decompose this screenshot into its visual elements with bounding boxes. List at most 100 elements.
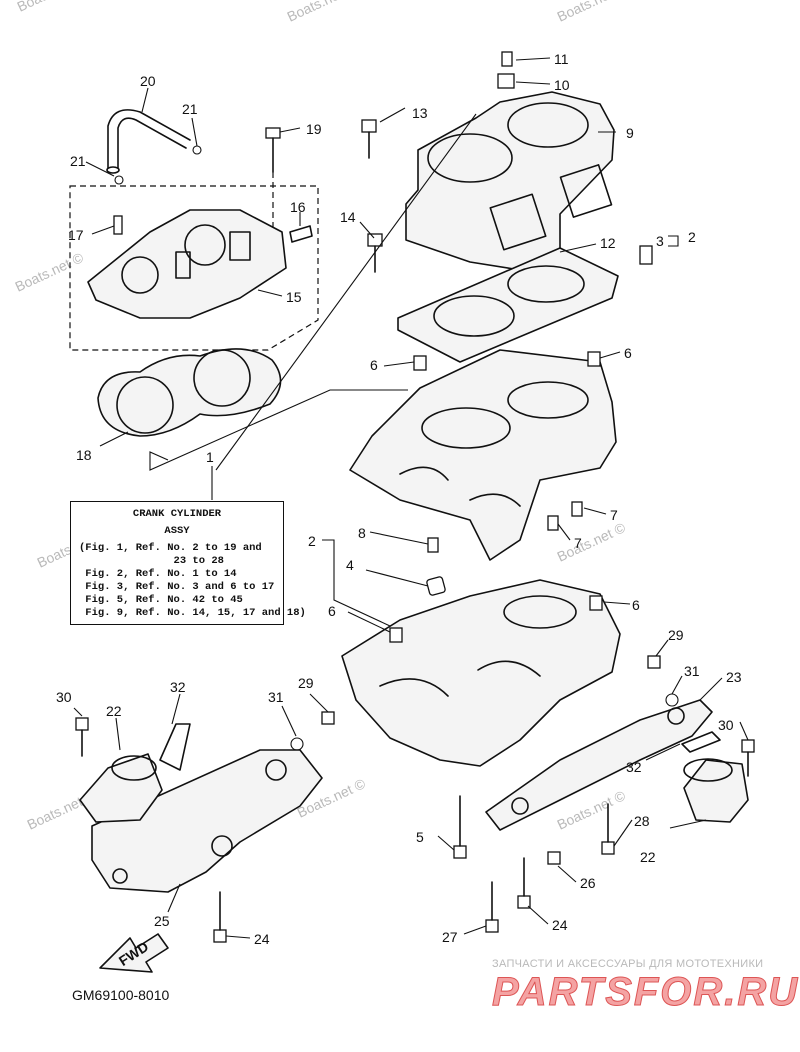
mount-bracket-part-25 [91, 749, 323, 893]
crankcase-bore [503, 595, 577, 629]
bolt-part-24 [213, 929, 227, 943]
callout-16: 16 [290, 199, 306, 215]
pin-part-3 [639, 245, 653, 265]
bolt-part-28 [601, 841, 615, 855]
shim-part-32 [681, 731, 721, 753]
gasket-bore [433, 295, 515, 337]
callout-1: 1 [206, 449, 214, 465]
callout-9: 9 [626, 125, 634, 141]
footer-tagline: ЗАПЧАСТИ И АКСЕССУАРЫ ДЛЯ МОТОТЕХНИКИ [492, 958, 764, 970]
shim-part-32 [159, 723, 191, 771]
mount-rubber [111, 755, 157, 781]
callout-labels: 20 21 21 19 16 17 15 18 1 13 11 10 9 14 … [56, 51, 742, 947]
info-box-line: Fig. 2, Ref. No. 1 to 14 [79, 568, 237, 580]
upper-crankcase [349, 349, 617, 561]
fitting-part-16 [289, 225, 313, 243]
crank-journal [399, 466, 521, 507]
crank-journal [379, 660, 541, 697]
head-cover-boss [121, 256, 159, 294]
hose-part-20 [107, 109, 191, 169]
callout-31: 31 [268, 689, 284, 705]
dowel-pin-part-6 [589, 595, 603, 611]
crankcase-bore [421, 407, 511, 449]
callout-32: 32 [170, 679, 186, 695]
pin-part-8 [427, 537, 439, 553]
callout-7: 7 [574, 535, 582, 551]
cylinder-bore [427, 133, 513, 183]
callout-11: 11 [554, 51, 569, 67]
bolt-part-14 [367, 233, 383, 247]
callout-2: 2 [308, 533, 316, 549]
bolt-part-13 [361, 119, 377, 133]
info-box-title: CRANK CYLINDER [132, 508, 222, 520]
cylinder-block-part-9 [405, 91, 615, 271]
callout-13: 13 [412, 105, 428, 121]
footer-logo: PARTSFOR.RU [491, 970, 800, 1015]
gasket-bore [507, 265, 585, 303]
callout-12: 12 [600, 235, 616, 251]
clip-part-21 [192, 145, 202, 155]
info-box-line: Fig. 5, Ref. No. 42 to 45 [79, 594, 243, 606]
callout-6: 6 [370, 357, 378, 373]
callout-17: 17 [68, 227, 84, 243]
callout-18: 18 [76, 447, 92, 463]
bolt-part-19 [265, 127, 281, 139]
bolt-part-27 [485, 919, 499, 933]
callout-15: 15 [286, 289, 302, 305]
watermark-text: Boats.net © [13, 249, 87, 295]
callout-22: 22 [640, 849, 656, 865]
callout-32: 32 [626, 759, 642, 775]
callout-6: 6 [328, 603, 336, 619]
callout-26: 26 [580, 875, 596, 891]
bolt-part-11 [501, 51, 513, 67]
callout-30: 30 [718, 717, 734, 733]
watermark-text: Boats.net © [15, 0, 89, 15]
callout-23: 23 [726, 669, 742, 685]
nut-part-26 [547, 851, 561, 865]
callout-6: 6 [624, 345, 632, 361]
forward-arrow-icon: FWD [99, 933, 169, 973]
mount-rubber [683, 758, 733, 782]
callout-27: 27 [442, 929, 458, 945]
callout-3: 3 [656, 233, 664, 249]
callout-21: 21 [70, 153, 86, 169]
cylinder-bore [507, 102, 589, 148]
info-box-line: Fig. 9, Ref. No. 14, 15, 17 and 18) [79, 607, 306, 619]
callout-19: 19 [306, 121, 322, 137]
pin-part-7 [571, 501, 583, 517]
watermark-text: Boats.net © [285, 0, 359, 25]
dowel-pin-part-6 [587, 351, 601, 367]
washer-part-31 [665, 693, 679, 707]
stud-part-17 [113, 215, 123, 235]
callout-5: 5 [416, 829, 424, 845]
info-box-subtitle: ASSY [164, 525, 190, 537]
head-subassembly-box [69, 185, 319, 351]
callout-28: 28 [634, 813, 650, 829]
head-cover-boss [184, 224, 226, 266]
info-box-line: (Fig. 1, Ref. No. 2 to 19 and [79, 542, 262, 554]
dowel-pin-part-6 [413, 355, 427, 371]
leader-lines [73, 57, 749, 939]
watermark-text: Boats.net © [555, 519, 629, 565]
bracket-hole [667, 707, 685, 725]
bolt-part-5 [453, 845, 467, 859]
diagram-code: GM69100-8010 [72, 987, 170, 1003]
info-box-line: Fig. 3, Ref. No. 3 and 6 to 17 [79, 581, 275, 593]
bracket-hole [511, 797, 529, 815]
engine-mount-part-22 [683, 759, 749, 823]
head-cover-part-15 [87, 209, 287, 319]
bracket-hole [112, 868, 128, 884]
callout-30: 30 [56, 689, 72, 705]
callout-29: 29 [298, 675, 314, 691]
callout-21: 21 [182, 101, 198, 117]
crankcase-bore [507, 381, 589, 419]
washer-part-31 [290, 737, 304, 751]
callout-22: 22 [106, 703, 122, 719]
hose-end [106, 166, 120, 174]
bracket-hole [265, 759, 287, 781]
head-cover-fitting [175, 251, 191, 279]
callout-8: 8 [358, 525, 366, 541]
exhaust-port [559, 164, 613, 218]
callout-25: 25 [154, 913, 170, 929]
info-box-line: 23 to 28 [79, 555, 224, 567]
